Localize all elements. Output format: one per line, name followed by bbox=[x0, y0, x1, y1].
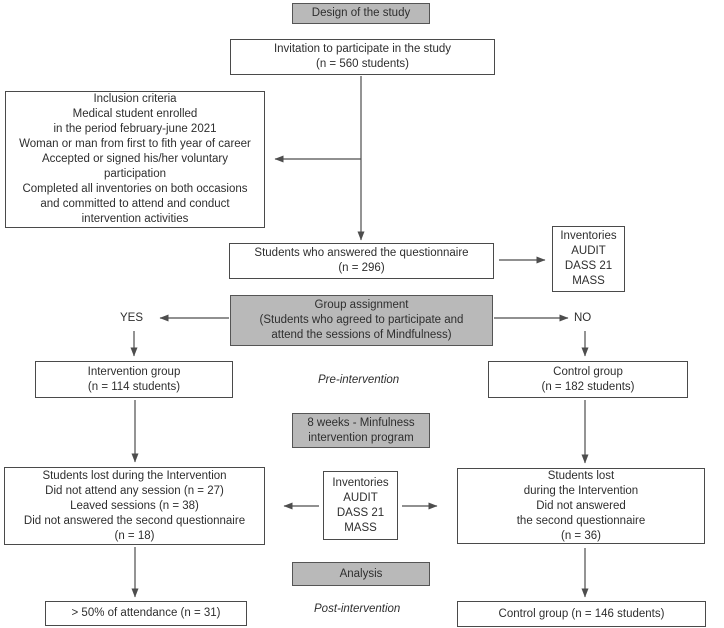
control-group-box: Control group(n = 182 students) bbox=[488, 361, 688, 398]
questionnaire-box: Students who answered the questionnaire(… bbox=[229, 243, 494, 279]
control-group-final-box: Control group (n = 146 students) bbox=[457, 601, 706, 627]
pre-intervention-label: Pre-intervention bbox=[318, 374, 400, 386]
invitation-box: Invitation to participate in the study(n… bbox=[230, 39, 495, 75]
no-label: NO bbox=[574, 312, 592, 324]
attendance-box: > 50% of attendance (n = 31) bbox=[45, 601, 247, 626]
post-intervention-label: Post-intervention bbox=[314, 603, 401, 615]
intervention-group-box: Intervention group(n = 114 students) bbox=[35, 361, 233, 398]
group-assignment-box: Group assignment(Students who agreed to … bbox=[230, 295, 493, 346]
yes-label: YES bbox=[120, 312, 144, 324]
analysis-box: Analysis bbox=[292, 562, 430, 586]
design-of-study-title: Design of the study bbox=[292, 3, 430, 24]
